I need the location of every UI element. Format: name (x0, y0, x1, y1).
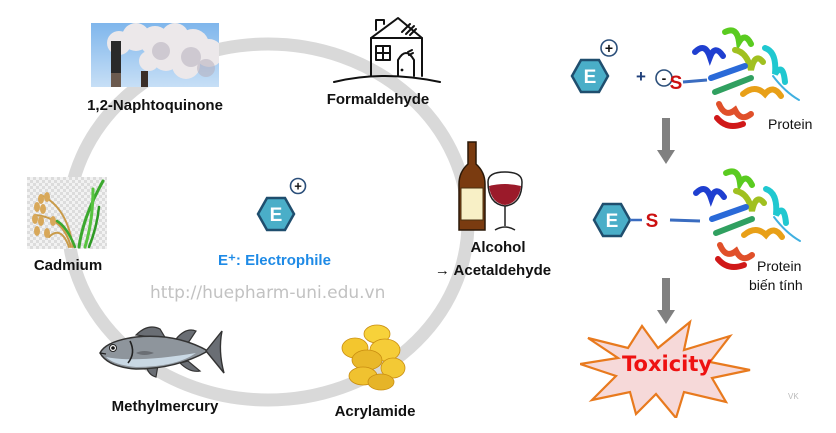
house-icon (333, 17, 441, 83)
svg-text:E: E (584, 67, 597, 88)
electrophile-label: E⁺: Electrophile (218, 252, 331, 269)
source-label-acetaldehyde: → Acetaldehyde (434, 262, 552, 279)
step1-reactants: E + + (570, 39, 646, 94)
sulfur-atom: S (670, 73, 683, 94)
source-label-methylmercury: Methylmercury (111, 398, 219, 415)
svg-text:+: + (294, 179, 302, 194)
denatured-protein-structure-icon (669, 168, 801, 270)
svg-text:-: - (662, 70, 667, 86)
source-label-formaldehyde: Formaldehyde (326, 91, 430, 108)
tuna-fish-icon (99, 326, 225, 378)
denatured-protein-label-line1: Protein (757, 258, 802, 274)
svg-text:E: E (606, 211, 619, 232)
protein-label: Protein (768, 116, 813, 132)
author-mark: VK (788, 392, 799, 401)
protein-structure-icon: - S (655, 27, 800, 129)
electrophile-hexagon-icon: E + (256, 177, 307, 232)
svg-text:+: + (605, 40, 613, 56)
reaction-arrow-2 (657, 278, 675, 324)
denatured-protein-label-line2: biến tính (749, 277, 803, 293)
smokestack-pollution-icon (91, 23, 219, 87)
negative-charge-icon (655, 69, 673, 87)
source-label-acrylamide: Acrylamide (334, 403, 416, 420)
positive-charge-icon (289, 177, 307, 195)
source-label-alcohol: Alcohol (470, 239, 526, 256)
wine-bottle-and-glass-icon (458, 141, 523, 231)
rice-plant-icon (27, 177, 107, 249)
sulfur-atom: S (646, 211, 659, 232)
positive-charge-icon (600, 39, 618, 57)
watermark-url: http://huepharm-uni.edu.vn (150, 283, 386, 303)
electrophile-symbol: E (270, 205, 283, 226)
toxicity-label: Toxicity (622, 352, 713, 376)
toxicity-burst-icon (580, 319, 751, 418)
reaction-arrow-1 (657, 118, 675, 164)
potato-chips-icon (341, 324, 406, 391)
plus-sign: + (636, 67, 646, 86)
source-label-cadmium: Cadmium (33, 257, 103, 274)
source-label-naphtoquinone: 1,2-Naphtoquinone (87, 97, 223, 114)
step2-adduct: E S (592, 202, 659, 238)
electrophile-hexagon-icon (570, 58, 610, 94)
